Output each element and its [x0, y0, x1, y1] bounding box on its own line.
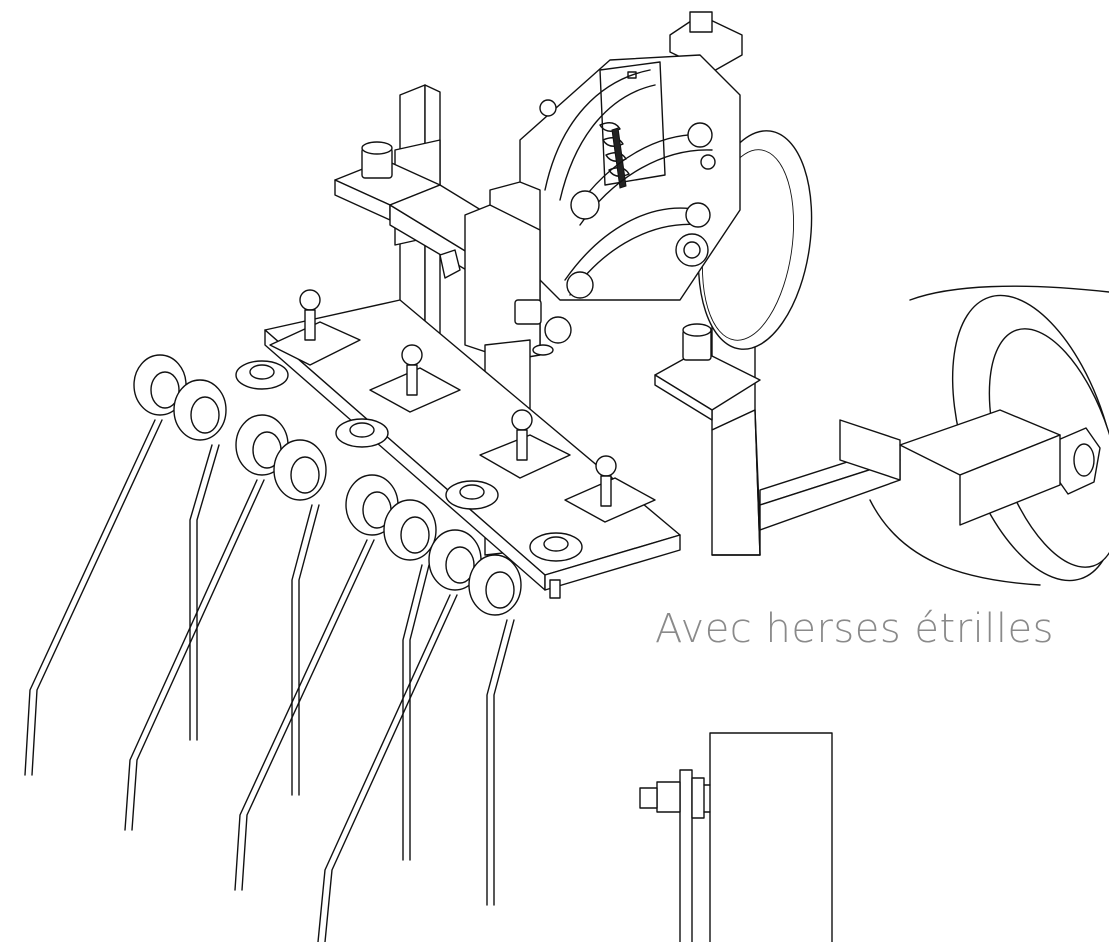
eye-bolt [299, 289, 321, 341]
wheel-hub-nut [1053, 427, 1101, 495]
spring-tine [24, 354, 227, 776]
harrow-bar [235, 289, 681, 599]
spring-tine [234, 474, 437, 891]
eye-bolt [595, 455, 617, 507]
eye-bolt [511, 409, 533, 461]
spring-tine [317, 529, 522, 942]
central-mechanism [519, 11, 743, 301]
eye-bolt [401, 344, 423, 396]
spring-tine [124, 414, 327, 831]
drawing-caption: Avec herses étrilles [655, 606, 1054, 652]
harrow-tines [24, 354, 522, 942]
side-view-detail [639, 732, 833, 942]
